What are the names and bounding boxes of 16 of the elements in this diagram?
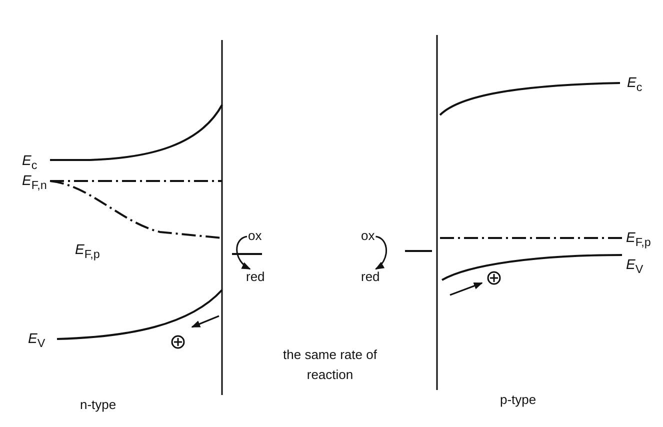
reaction-arrow (236, 236, 251, 270)
panel-label: n-type (80, 398, 116, 413)
energy-level-label: E$_{V}$ (626, 256, 644, 276)
panel-label: p-type (500, 393, 536, 408)
energy-level-label: E$_{c}$ (627, 74, 642, 94)
species-label: ox (248, 229, 262, 244)
reaction-arrow (375, 236, 388, 270)
species-label: ox (361, 229, 375, 244)
caption-text: the same rate of reaction (282, 346, 378, 384)
species-label: red (246, 270, 265, 285)
energy-level-label: E$_{F,p}$ (626, 229, 651, 250)
energy-level-label: E$_{F,p}$ (75, 241, 100, 262)
energy-level-label: E$_{V}$ (28, 330, 46, 350)
energy-level-label: E$_{F,n}$ (22, 172, 47, 192)
species-label: red (361, 270, 380, 285)
energy-level-label: E$_{c}$ (22, 152, 38, 172)
